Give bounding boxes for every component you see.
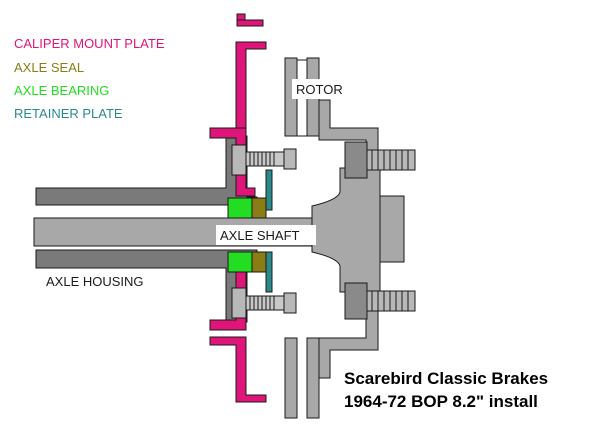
rotor-lower-inner-leg [284,337,298,419]
title-line-2: 1964-72 BOP 8.2" install [344,392,538,411]
stud-thread-upper [371,150,409,170]
rotor-label-bg [292,79,354,99]
axle-seal-upper [251,197,267,219]
legend-axle-bearing: AXLE BEARING [14,83,109,98]
bolt-thread-upper [249,152,275,166]
wheel-stud-lower [344,282,416,320]
rotor-label: ROTOR [296,82,343,97]
bolt-shaft-lower [245,295,285,311]
stud-shaft-lower [366,290,416,312]
wheel-stud-upper [344,141,416,179]
stud-shaft-upper [366,149,416,171]
bolt-shaft-upper [245,151,285,167]
bolt-thread-lower [249,296,275,310]
bolt-head-lower [231,287,247,319]
axle-shaft-label-bg [216,225,316,245]
axle-flange-face [379,195,405,263]
bolt-nut-upper [283,148,297,170]
axle-housing-label: AXLE HOUSING [46,274,144,289]
retainer-plate-lower [265,251,273,293]
rotor-lower-hat [318,299,379,379]
flange-bolt-lower [231,287,297,319]
stud-head-upper [344,141,368,179]
axle-housing-label-bg [42,272,162,290]
bolt-nut-lower [283,292,297,314]
rotor-lower-outer-leg [306,337,320,419]
axle-shaft-label: AXLE SHAFT [220,228,300,243]
title-line-1: Scarebird Classic Brakes [344,369,548,388]
legend-caliper-mount-plate: CALIPER MOUNT PLATE [14,36,165,51]
retainer-plate-upper [265,169,273,211]
rotor-lower [284,299,379,419]
bolt-head-upper [231,144,247,176]
flange-bolt-upper [231,144,297,176]
caliper-plate-upper-arm [235,41,267,129]
axle-bearing-lower [227,251,253,273]
axle-seal-lower [251,251,267,273]
stud-head-lower [344,282,368,320]
stud-thread-lower [371,291,409,311]
caliper-plate-tab [236,19,264,27]
legend-retainer-plate: RETAINER PLATE [14,106,123,121]
caliper-plate-lower-arm [209,336,267,403]
axle-housing-upper [35,135,258,206]
legend-axle-seal: AXLE SEAL [14,60,84,75]
axle-bearing-upper [227,197,253,219]
